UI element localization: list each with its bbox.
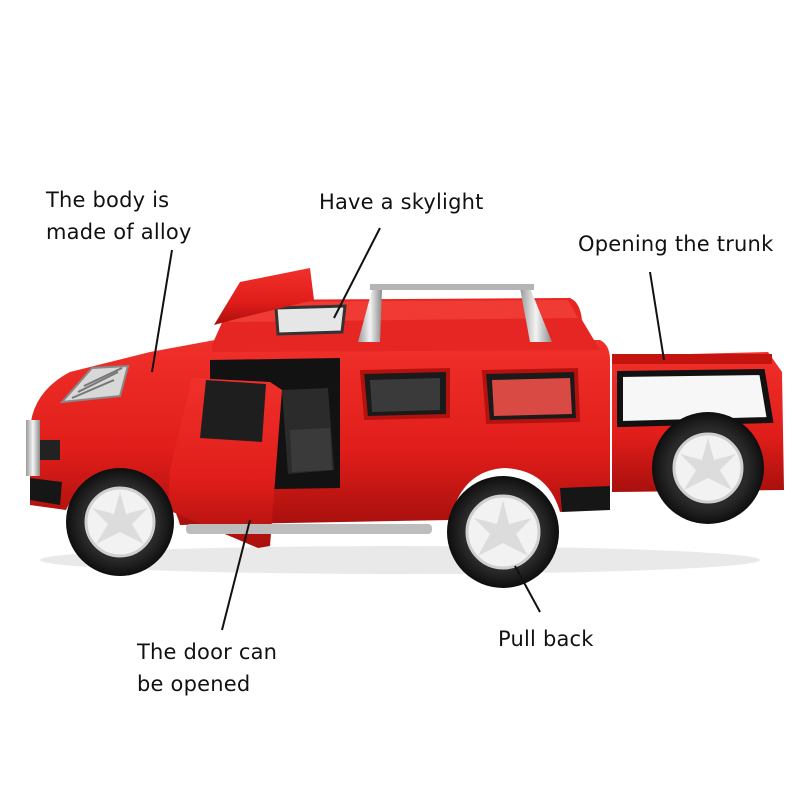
leader-line-body [151, 249, 173, 373]
open-front-door-upper [214, 268, 314, 325]
callout-alloy-body-line2: made of alloy [46, 220, 192, 244]
callout-pull-back: Pull back [498, 623, 594, 655]
callout-alloy-body-line1: The body is [46, 188, 170, 212]
callout-trunk-text: Opening the trunk [578, 232, 774, 256]
front-wheel [66, 468, 174, 576]
leader-line-pull [514, 565, 541, 613]
callout-skylight: Have a skylight [319, 186, 484, 218]
callout-door-line1: The door can [137, 640, 278, 664]
callout-trunk: Opening the trunk [578, 228, 773, 260]
leader-line-door [221, 519, 251, 631]
skylight-window [274, 304, 347, 336]
callout-alloy-body: The body is made of alloy [46, 184, 192, 248]
ground-shadow [40, 546, 760, 574]
toy-car [26, 268, 784, 588]
callout-pull-back-text: Pull back [498, 627, 594, 651]
callout-lines [151, 227, 665, 631]
hood-vent [59, 364, 130, 404]
rear-wheel [447, 476, 559, 588]
front-grille [26, 420, 40, 476]
callout-door-line2: be opened [137, 672, 251, 696]
spare-wheel [652, 412, 764, 524]
callout-skylight-text: Have a skylight [319, 190, 484, 214]
side-step [186, 524, 432, 534]
roof-rails [358, 284, 552, 342]
leader-line-trunk [649, 271, 665, 361]
callout-door: The door can be opened [137, 636, 277, 700]
leader-line-skylight [333, 227, 381, 319]
